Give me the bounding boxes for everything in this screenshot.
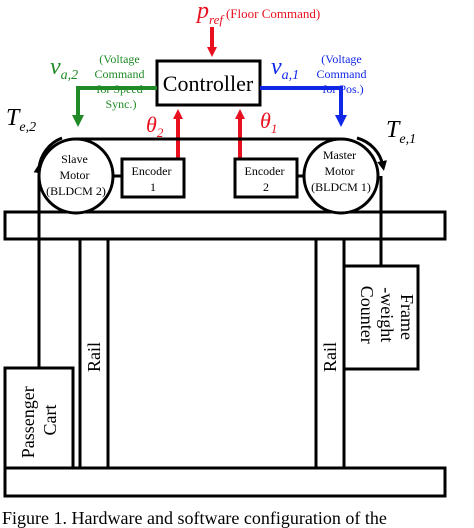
encoder-1-box [120,157,186,199]
rail-left-label: Rail [84,342,104,372]
floor-beam [3,466,447,498]
controller-label: Controller [163,71,254,96]
voltage-command-2-line [72,86,157,127]
theta1-label: θ1 [260,108,277,136]
master-motor-label: Master Motor (BLDCM 1) [311,148,371,194]
passenger-cart-label: Passenger Cart [18,382,60,458]
master-motor [302,137,380,215]
v-a2-note: (Voltage Command for Speed Sync.) [95,52,148,111]
encoder-2-box [233,157,299,199]
theta2-label: θ2 [146,112,164,140]
torque-1-arc [356,136,387,171]
passenger-cart-box [3,366,75,470]
rail-right [314,237,346,470]
floor-command-label: pref(Floor Command) [195,0,320,27]
counterweight-frame-box [342,264,420,371]
encoder-2-label: Encoder 2 [245,164,288,194]
controller-box [155,59,262,107]
slave-motor-label: Slave Motor (BLDCM 2) [46,152,106,198]
voltage-command-1-line [260,86,347,127]
v-a1-label: va,1 [271,54,299,83]
figure-caption: Figure 1. Hardware and software configur… [2,508,387,528]
encoder-1-label: Encoder 1 [132,164,175,194]
rail-right-label: Rail [320,342,340,372]
v-a2-label: va,2 [50,54,78,83]
te2-label: Te,2 [6,105,36,135]
slave-motor [37,137,115,215]
counterweight-label: Counter -weight Frame [357,286,417,349]
top-beam [3,210,447,241]
te1-label: Te,1 [386,117,416,147]
v-a1-note: (Voltage Command for Pos.) [317,52,370,96]
